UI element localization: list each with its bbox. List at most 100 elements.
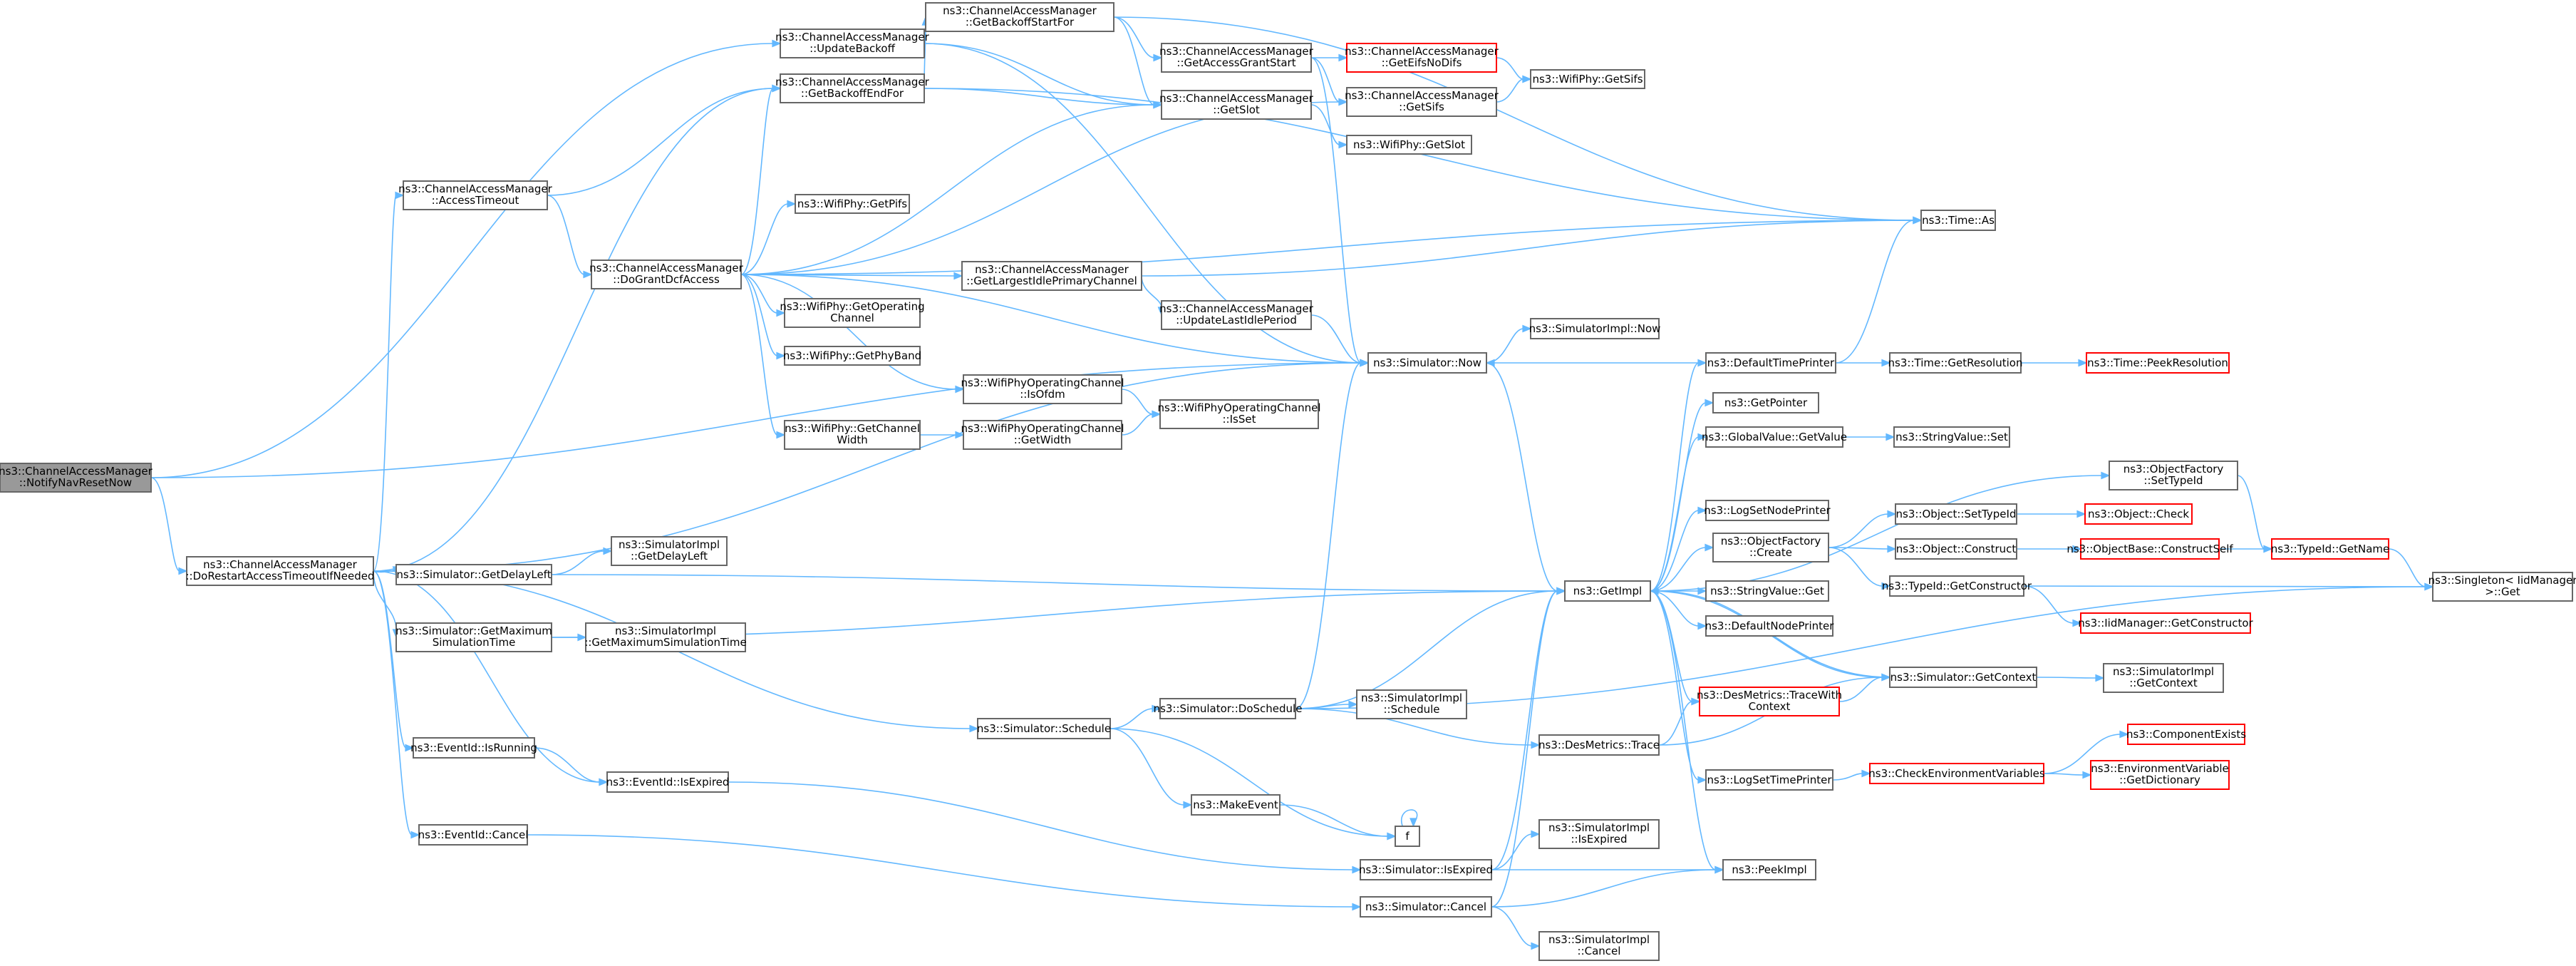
node-object-factory-create[interactable]: ns3::ObjectFactory::Create [1712, 533, 1829, 562]
node-box [1705, 352, 1836, 374]
node-default-time-printer[interactable]: ns3::DefaultTimePrinter [1705, 352, 1836, 374]
edge-simNow-to-getImpl [1486, 362, 1566, 595]
edge-getImpl-to-traceWithContext [1650, 590, 1701, 706]
node-box [1869, 763, 2044, 784]
node-get-sifs[interactable]: ns3::ChannelAccessManager::GetSifs [1345, 87, 1499, 117]
node-get-phy-band[interactable]: ns3::WifiPhy::GetPhyBand [783, 346, 921, 366]
node-object-check[interactable]: ns3::Object::Check [2084, 503, 2193, 525]
node-object-factory-set-type-id[interactable]: ns3::ObjectFactory::SetTypeId [2109, 461, 2238, 490]
node-sim-impl-now[interactable]: ns3::SimulatorImpl::Now [1529, 318, 1661, 339]
node-sim-get-context[interactable]: ns3::Simulator::GetContext [1889, 667, 2037, 688]
node-wifi-get-slot[interactable]: ns3::WifiPhy::GetSlot [1346, 135, 1472, 155]
node-make-event[interactable]: ns3::MakeEvent [1191, 794, 1281, 816]
node-check-env-vars[interactable]: ns3::CheckEnvironmentVariables [1868, 763, 2045, 784]
node-get-width[interactable]: ns3::WifiPhyOperatingChannel::GetWidth [961, 420, 1124, 450]
node-get-access-grant-start[interactable]: ns3::ChannelAccessManager::GetAccessGran… [1159, 43, 1314, 73]
node-update-backoff[interactable]: ns3::ChannelAccessManager::UpdateBackoff [775, 29, 930, 58]
node-label: ns3::ChannelAccessManager [1159, 92, 1313, 105]
node-get-largest-idle[interactable]: ns3::ChannelAccessManager::GetLargestIdl… [961, 261, 1142, 291]
node-object-set-type-id[interactable]: ns3::Object::SetTypeId [1895, 503, 2017, 525]
node-sim-cancel[interactable]: ns3::Simulator::Cancel [1360, 896, 1492, 918]
edge-simCancel-to-getImpl [1491, 587, 1566, 908]
node-get-max-sim-time[interactable]: ns3::Simulator::GetMaximumSimulationTime [395, 622, 552, 652]
node-label: Channel [830, 312, 874, 324]
edge-doRestart-to-simNow [373, 359, 1370, 572]
node-iid-get-constructor[interactable]: ns3::IidManager::GetConstructor [2078, 612, 2254, 634]
node-global-get-value[interactable]: ns3::GlobalValue::GetValue [1702, 426, 1847, 448]
node-impl-cancel[interactable]: ns3::SimulatorImpl::Cancel [1538, 931, 1660, 961]
node-impl-get-context[interactable]: ns3::SimulatorImpl::GetContext [2103, 663, 2224, 693]
node-access-timeout[interactable]: ns3::ChannelAccessManager::AccessTimeout [398, 180, 553, 210]
node-do-grant-dcf-access[interactable]: ns3::ChannelAccessManager::DoGrantDcfAcc… [589, 260, 744, 289]
node-sim-schedule[interactable]: ns3::Simulator::Schedule [977, 718, 1111, 739]
node-label: ns3::DesMetrics::Trace [1538, 739, 1660, 751]
node-get-backoff-start-for[interactable]: ns3::ChannelAccessManager::GetBackoffSta… [925, 2, 1114, 32]
node-box [585, 622, 746, 652]
node-log-set-time-printer[interactable]: ns3::LogSetTimePrinter [1705, 769, 1833, 791]
node-label: ns3::DefaultTimePrinter [1707, 356, 1835, 369]
node-log-set-node-printer[interactable]: ns3::LogSetNodePrinter [1704, 500, 1831, 521]
node-update-last-idle[interactable]: ns3::ChannelAccessManager::UpdateLastIdl… [1159, 300, 1314, 330]
node-component-exists[interactable]: ns3::ComponentExists [2126, 724, 2246, 745]
node-box [1889, 575, 2024, 597]
node-box [1346, 43, 1497, 73]
node-get-pointer[interactable]: ns3::GetPointer [1712, 392, 1819, 413]
node-type-id-get-name[interactable]: ns3::TypeId::GetName [2271, 538, 2389, 560]
node-wifi-get-pifs[interactable]: ns3::WifiPhy::GetPifs [795, 194, 910, 214]
node-peek-resolution[interactable]: ns3::Time::PeekResolution [2086, 352, 2230, 374]
edge-getBackoffStartFor-to-getAccessGrantStart [1113, 16, 1163, 62]
node-string-value-get[interactable]: ns3::StringValue::Get [1705, 580, 1829, 602]
node-sim-now[interactable]: ns3::Simulator::Now [1367, 352, 1487, 374]
node-string-value-set[interactable]: ns3::StringValue::Set [1893, 426, 2010, 448]
node-do-restart[interactable]: ns3::ChannelAccessManager::DoRestartAcce… [185, 556, 375, 586]
node-label: ns3::EventId::IsRunning [410, 741, 537, 754]
node-impl-get-delay-left[interactable]: ns3::SimulatorImpl::GetDelayLeft [611, 536, 728, 566]
node-event-is-expired[interactable]: ns3::EventId::IsExpired [606, 771, 730, 793]
edge-notifyNavResetNow-to-doRestart [150, 477, 188, 575]
node-is-set[interactable]: ns3::WifiPhyOperatingChannel::IsSet [1157, 399, 1321, 429]
node-label: ns3::DefaultNodePrinter [1705, 620, 1835, 632]
edge-getSlot-to-wifiGetSlot [1310, 104, 1348, 149]
node-box [1538, 734, 1660, 756]
node-box [1712, 533, 1829, 562]
node-label: ns3::SimulatorImpl [1361, 692, 1462, 704]
node-label: ::GetEifsNoDifs [1382, 56, 1462, 69]
edge-objectSetTypeId-to-objectCheck [2017, 510, 2086, 518]
edge-simDoSchedule-to-desTrace [1295, 708, 1541, 749]
node-object-construct[interactable]: ns3::Object::Construct [1895, 538, 2017, 560]
node-label: ns3::ObjectFactory [2124, 463, 2224, 476]
node-box [1530, 318, 1660, 339]
node-type-id-get-constructor[interactable]: ns3::TypeId::GetConstructor [1882, 575, 2032, 597]
node-is-ofdm[interactable]: ns3::WifiPhyOperatingChannel::IsOfdm [961, 374, 1124, 404]
node-get-impl[interactable]: ns3::GetImpl [1564, 580, 1651, 602]
node-impl-get-max-sim-time[interactable]: ns3::SimulatorImpl::GetMaximumSimulation… [584, 622, 747, 652]
node-sim-do-schedule[interactable]: ns3::Simulator::DoSchedule [1154, 698, 1303, 719]
node-des-trace[interactable]: ns3::DesMetrics::Trace [1538, 734, 1660, 756]
node-time-get-resolution[interactable]: ns3::Time::GetResolution [1888, 352, 2023, 374]
node-sim-is-expired[interactable]: ns3::Simulator::IsExpired [1359, 859, 1493, 880]
node-box [1705, 769, 1833, 791]
node-get-eifs-no-difs[interactable]: ns3::ChannelAccessManager::GetEifsNoDifs [1345, 43, 1499, 73]
node-get-backoff-end-for[interactable]: ns3::ChannelAccessManager::GetBackoffEnd… [775, 73, 930, 103]
node-time-as[interactable]: ns3::Time::As [1920, 210, 1996, 231]
node-singleton-get[interactable]: ns3::Singleton< IidManager >::Get [2428, 572, 2576, 602]
node-construct-self[interactable]: ns3::ObjectBase::ConstructSelf [2067, 538, 2233, 560]
node-get-slot[interactable]: ns3::ChannelAccessManager::GetSlot [1159, 90, 1314, 120]
node-peek-impl[interactable]: ns3::PeekImpl [1722, 859, 1816, 880]
node-notify-nav-reset-now[interactable]: ns3::ChannelAccessManager::NotifyNavRese… [0, 463, 153, 493]
node-get-delay-left[interactable]: ns3::Simulator::GetDelayLeft [395, 564, 552, 585]
node-env-get-dictionary[interactable]: ns3::EnvironmentVariable::GetDictionary [2090, 760, 2230, 790]
node-box [413, 737, 535, 759]
node-event-cancel[interactable]: ns3::EventId::Cancel [418, 824, 529, 846]
node-box [925, 2, 1114, 32]
node-impl-schedule[interactable]: ns3::SimulatorImpl::Schedule [1356, 689, 1467, 719]
node-default-node-printer[interactable]: ns3::DefaultNodePrinter [1705, 615, 1835, 637]
node-wifi-get-sifs[interactable]: ns3::WifiPhy::GetSifs [1530, 69, 1645, 89]
node-f[interactable]: f [1395, 826, 1420, 847]
node-event-is-running[interactable]: ns3::EventId::IsRunning [410, 737, 537, 759]
node-impl-is-expired[interactable]: ns3::SimulatorImpl::IsExpired [1538, 819, 1660, 849]
node-box [2271, 538, 2389, 560]
